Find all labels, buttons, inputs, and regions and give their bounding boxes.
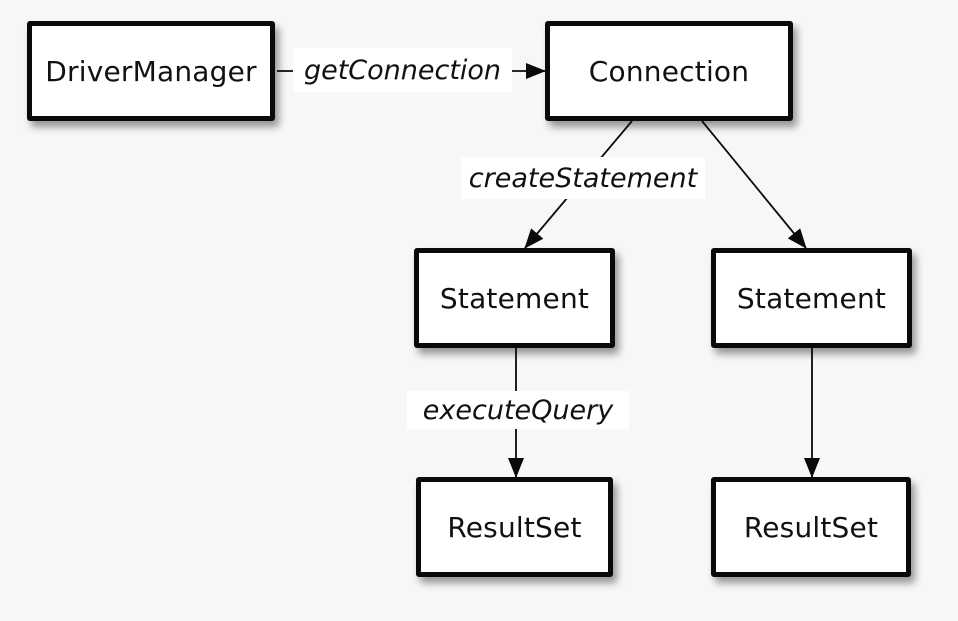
node-resultset-left: ResultSet bbox=[416, 477, 613, 577]
edge-connection-to-statement-right-arrow bbox=[701, 120, 807, 249]
node-statement-right-label: Statement bbox=[736, 281, 887, 315]
node-connection: Connection bbox=[545, 21, 793, 121]
node-statement-left: Statement bbox=[414, 248, 615, 348]
node-connection-label: Connection bbox=[588, 54, 750, 88]
node-resultset-left-label: ResultSet bbox=[447, 510, 582, 544]
node-drivermanager-label: DriverManager bbox=[45, 54, 257, 88]
node-statement-left-label: Statement bbox=[439, 281, 590, 315]
node-resultset-right-label: ResultSet bbox=[743, 510, 879, 544]
node-drivermanager: DriverManager bbox=[27, 21, 275, 121]
edge-label-executequery: executeQuery bbox=[407, 391, 629, 429]
edge-label-createstatement: createStatement bbox=[461, 157, 705, 199]
node-resultset-right: ResultSet bbox=[711, 477, 911, 577]
edge-label-getconnection: getConnection bbox=[293, 48, 512, 92]
node-statement-right: Statement bbox=[711, 248, 912, 348]
